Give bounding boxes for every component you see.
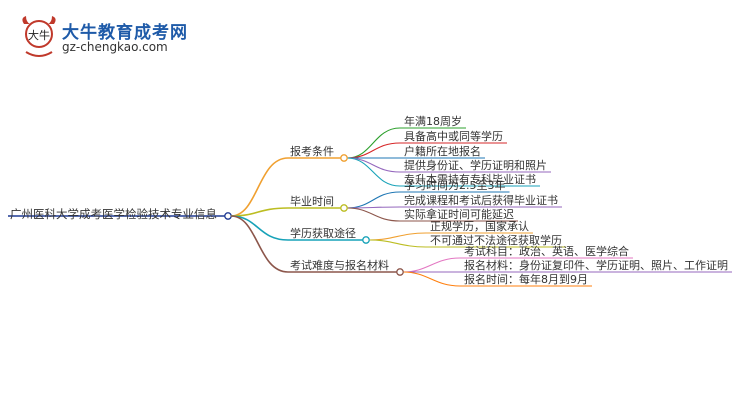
branch-collapse-toggle[interactable] [340, 154, 348, 162]
root-topic[interactable]: 广州医科大学成考医学检验技术专业信息 [10, 207, 217, 221]
branch-topic[interactable]: 考试难度与报名材料 [290, 259, 389, 272]
leaf-topic[interactable]: 具备高中或同等学历 [404, 130, 503, 143]
branch-collapse-toggle[interactable] [340, 204, 348, 212]
bull-icon: 大牛 [22, 16, 56, 57]
logo-url: gz-chengkao.com [62, 40, 168, 54]
site-logo[interactable]: 大牛 大牛教育成考网 gz-chengkao.com [18, 14, 258, 60]
root-collapse-toggle[interactable] [224, 212, 232, 220]
branch-topic[interactable]: 毕业时间 [290, 195, 334, 208]
logo-title: 大牛教育成考网 [62, 23, 188, 43]
leaf-topic[interactable]: 不可通过不法途径获取学历 [430, 234, 562, 247]
leaf-topic[interactable]: 学习时间为2.5至3年 [404, 179, 506, 192]
leaf-topic[interactable]: 报名材料：身份证复印件、学历证明、照片、工作证明 [464, 259, 728, 272]
leaf-topic[interactable]: 实际拿证时间可能延迟 [404, 208, 514, 221]
leaf-topic[interactable]: 考试科目：政治、英语、医学综合 [464, 245, 629, 258]
branch-collapse-toggle[interactable] [396, 268, 404, 276]
leaf-topic[interactable]: 年满18周岁 [404, 115, 462, 128]
leaf-topic[interactable]: 报名时间：每年8月到9月 [464, 273, 588, 286]
branch-topic[interactable]: 报考条件 [290, 145, 334, 158]
leaf-topic[interactable]: 正规学历，国家承认 [430, 220, 529, 233]
leaf-topic[interactable]: 户籍所在地报名 [404, 145, 481, 158]
leaf-topic[interactable]: 完成课程和考试后获得毕业证书 [404, 194, 558, 207]
logo-mark-text: 大牛 [28, 28, 50, 42]
branch-topic[interactable]: 学历获取途径 [290, 227, 356, 240]
leaf-topic[interactable]: 专升本需持有专科毕业证书 [404, 173, 536, 186]
branch-collapse-toggle[interactable] [362, 236, 370, 244]
leaf-topic[interactable]: 提供身份证、学历证明和照片 [404, 159, 547, 172]
